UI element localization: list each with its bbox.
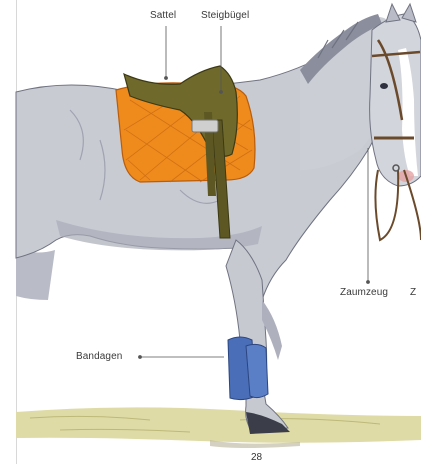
label-bandages: Bandagen: [76, 351, 122, 362]
ground-strip: [16, 407, 421, 448]
page-number: 28: [251, 452, 262, 463]
label-saddle: Sattel: [150, 10, 176, 21]
bandages: [228, 337, 268, 400]
label-stirrup: Steigbügel: [201, 10, 249, 21]
label-bridle: Zaumzeug: [340, 287, 388, 298]
label-bridle-cut: Z: [410, 287, 416, 298]
